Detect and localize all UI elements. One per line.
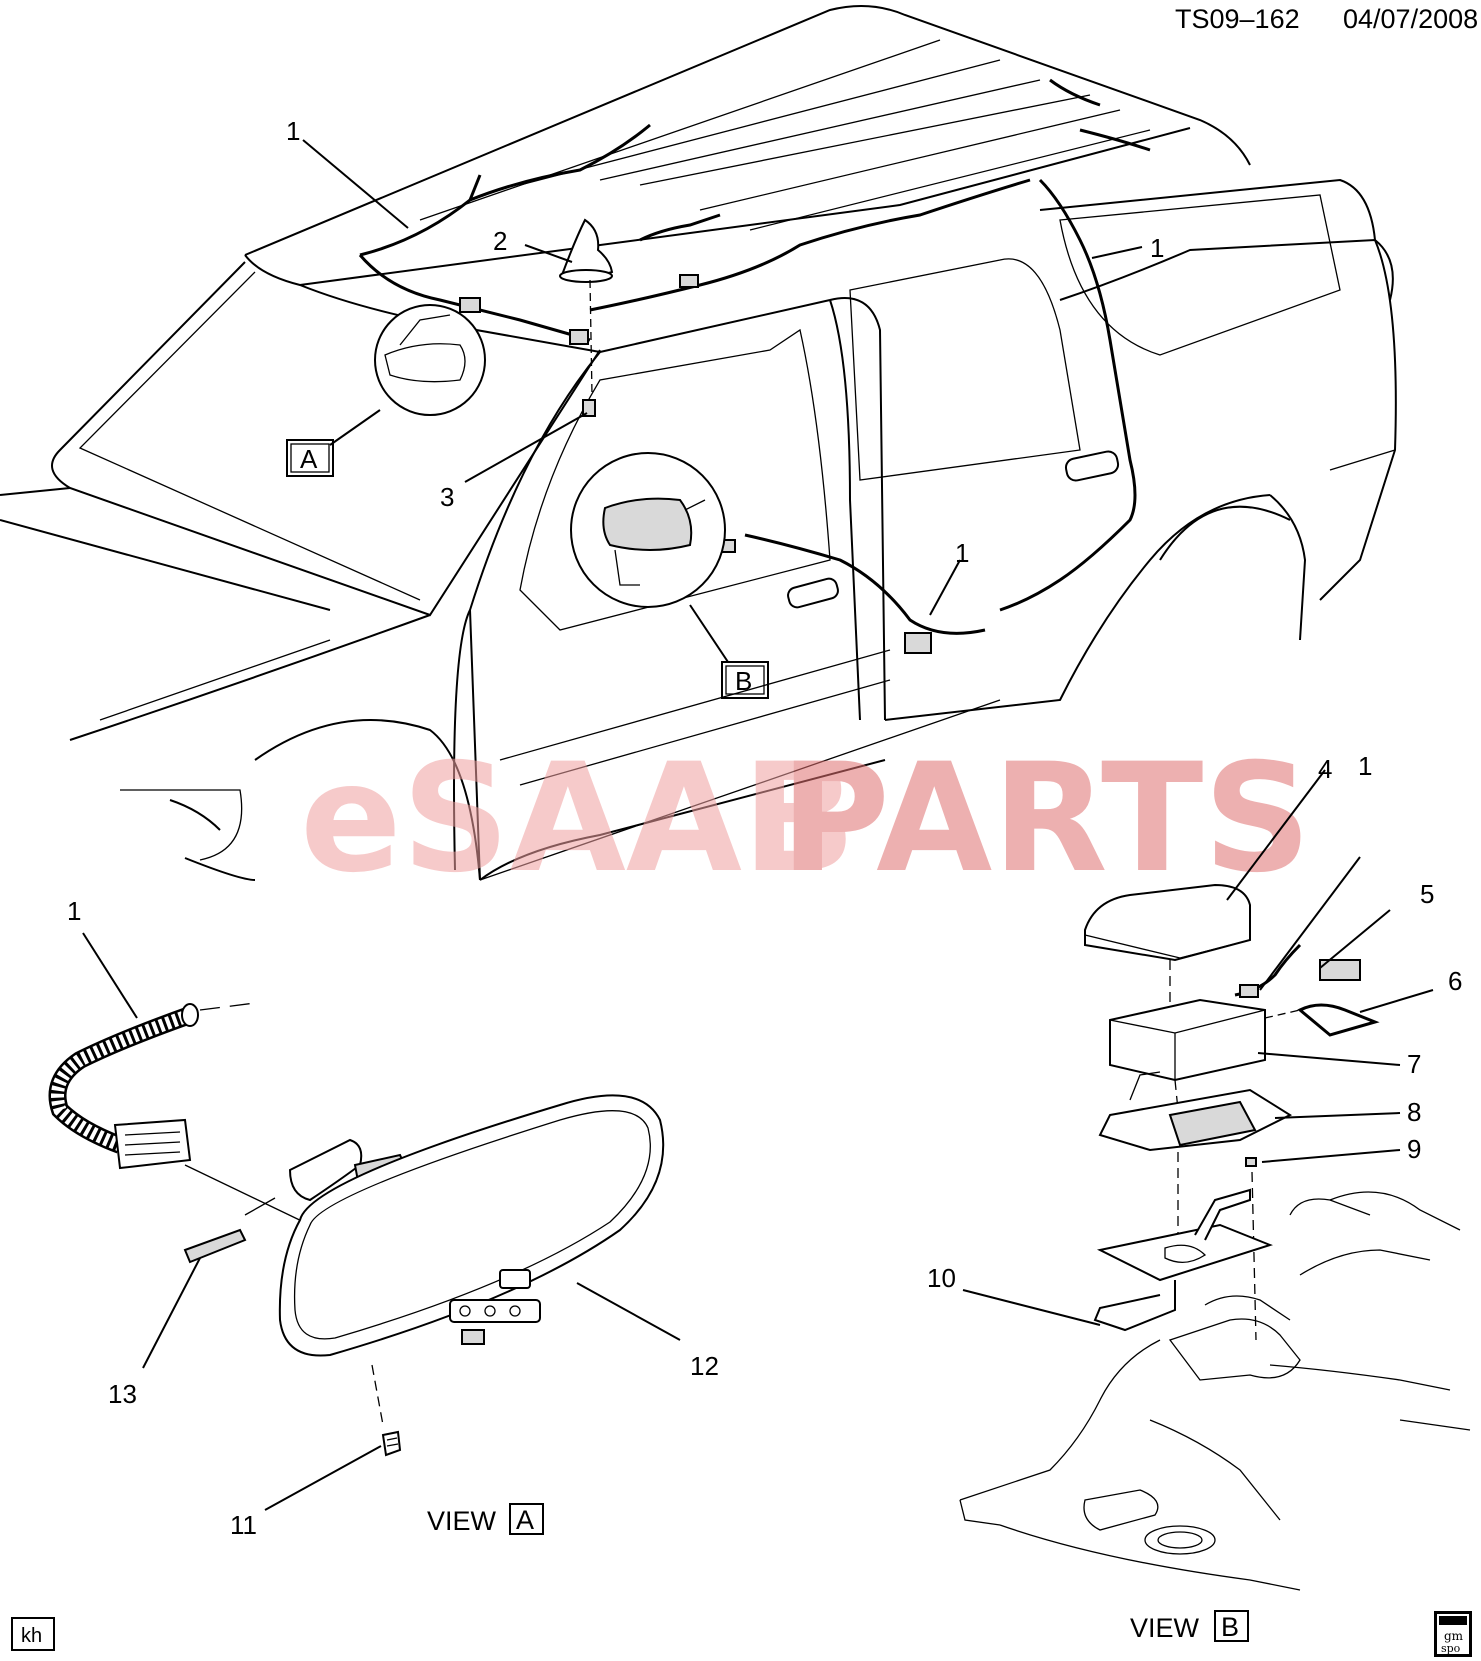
detail-ref-a: A [300, 444, 318, 474]
callout-10: 10 [927, 1263, 956, 1293]
view-a-mirror-assembly [48, 1002, 665, 1457]
kh-text: kh [21, 1625, 42, 1647]
callout-13: 13 [108, 1379, 137, 1409]
callout-8: 8 [1407, 1097, 1421, 1127]
callout-4: 4 [1318, 754, 1332, 784]
detail-circle-b-icon: B [570, 452, 769, 699]
view-a-label: VIEW A [427, 1503, 544, 1536]
drawing-id: TS09–162 [1175, 4, 1300, 34]
callout-2: 2 [493, 226, 507, 256]
detail-circle-a-icon: A [286, 304, 486, 477]
view-b-letter: B [1221, 1612, 1239, 1642]
callout-9: 9 [1407, 1134, 1421, 1164]
callout-11: 11 [230, 1510, 257, 1540]
drawing-date: 04/07/2008 [1343, 4, 1478, 34]
view-a-text: VIEW [427, 1506, 497, 1536]
callout-12: 12 [690, 1351, 719, 1381]
kh-box: kh [11, 1617, 55, 1651]
view-a-letter: A [516, 1505, 534, 1535]
view-b-label: VIEW B [1130, 1610, 1249, 1643]
wiring-harness [358, 78, 1151, 654]
antenna [559, 218, 614, 417]
gm-text: gm [1444, 1629, 1464, 1643]
callout-1-door: 1 [955, 538, 969, 568]
spo-text: spo [1441, 1642, 1461, 1655]
callout-1-rear: 1 [1150, 233, 1164, 263]
callout-5: 5 [1420, 879, 1434, 909]
gm-spo-logo-icon: gm spo [1434, 1611, 1472, 1657]
callout-1-roof: 1 [286, 116, 300, 146]
callouts: 1 1 1 1 1 2 3 4 5 6 7 8 9 10 11 12 13 [67, 116, 1462, 1540]
view-b-module-assembly [959, 883, 1471, 1591]
callout-6: 6 [1448, 966, 1462, 996]
callout-3: 3 [440, 482, 454, 512]
vehicle-body [0, 5, 1397, 881]
callout-1-view-a: 1 [67, 896, 81, 926]
watermark-parts: PARTS [780, 732, 1311, 906]
watermark-esaab: eSAAB [300, 732, 856, 906]
view-b-text: VIEW [1130, 1613, 1200, 1643]
watermark: eSAAB PARTS [300, 732, 1311, 906]
detail-ref-b: B [735, 666, 752, 696]
leader-lines [82, 139, 1434, 1511]
callout-1-view-b: 1 [1358, 751, 1372, 781]
callout-7: 7 [1407, 1049, 1421, 1079]
